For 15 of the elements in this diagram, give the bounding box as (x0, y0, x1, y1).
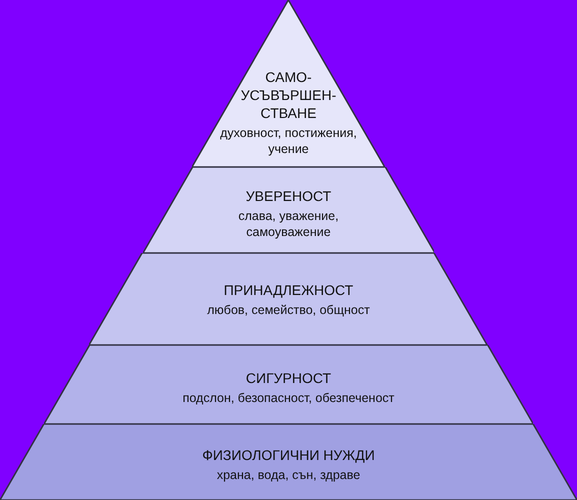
pyramid-tier (0, 424, 577, 500)
pyramid-tier (192, 0, 385, 167)
tier-description: духовност, постижения, учение (219, 125, 358, 157)
tier-description: подслон, безопасност, обезпеченост (182, 390, 394, 406)
pyramid-tier (44, 345, 534, 424)
tier-heading: УВЕРЕНОСТ (246, 187, 332, 205)
tier-heading: САМО- УСЪВЪРШЕН- СТВАНЕ (240, 68, 338, 122)
tier-description: любов, семейство, общност (207, 302, 370, 318)
pyramid-tier (89, 253, 488, 345)
pyramid-tier (142, 167, 434, 253)
tier-description: слава, уважение, самоуважение (237, 208, 340, 240)
tier-heading: ФИЗИОЛОГИЧНИ НУЖДИ (202, 446, 375, 464)
tier-heading: ПРИНАДЛЕЖНОСТ (224, 281, 354, 299)
tier-heading: СИГУРНОСТ (246, 369, 332, 387)
tier-description: храна, вода, сън, здраве (216, 467, 360, 483)
